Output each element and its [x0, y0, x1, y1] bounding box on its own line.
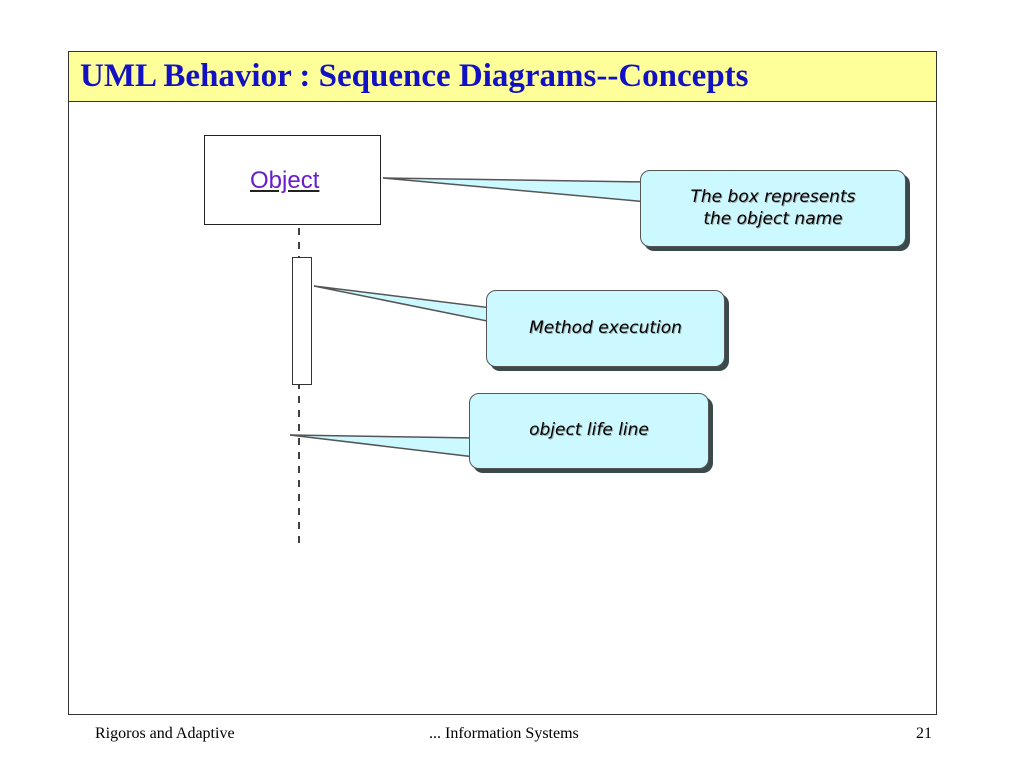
footer-center: ... Information Systems — [429, 725, 579, 742]
title-bar: UML Behavior : Sequence Diagrams--Concep… — [69, 52, 936, 102]
callout-method-execution-text: Method execution — [529, 317, 682, 338]
callout-object-name: The box represents the object name — [640, 170, 906, 247]
callout-life-line-text: object life line — [529, 420, 649, 441]
lifeline-callout-pointer — [289, 434, 476, 458]
callout-life-line: object life line — [469, 393, 709, 469]
object-label[interactable]: Object — [250, 167, 320, 194]
method-callout-pointer — [313, 285, 493, 323]
callout-method-execution: Method execution — [486, 290, 725, 367]
footer-page-number: 21 — [916, 725, 932, 742]
object-callout-pointer — [382, 177, 649, 203]
callout-object-name-line2: the object name — [703, 208, 843, 229]
callout-object-name-line1: The box represents — [690, 187, 856, 208]
slide-title: UML Behavior : Sequence Diagrams--Concep… — [80, 58, 749, 94]
object-box: Object — [204, 135, 381, 225]
footer-left: Rigoros and Adaptive — [95, 725, 235, 742]
activation-bar — [292, 257, 312, 385]
